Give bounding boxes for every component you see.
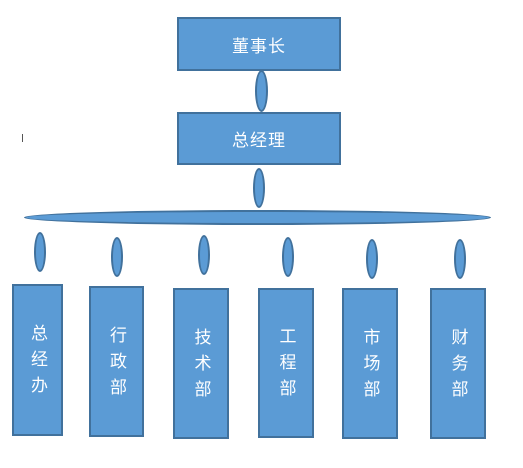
department-label: 总经办: [27, 324, 47, 402]
connector-dept-6: [454, 239, 466, 279]
connector-gm-bus: [253, 168, 265, 208]
department-box-admin: 行政部: [89, 286, 144, 437]
connector-dept-1: [34, 232, 46, 272]
connector-dept-4: [282, 237, 294, 277]
department-label: 财务部: [447, 327, 468, 406]
department-box-tech: 技术部: [173, 288, 229, 439]
general-manager-box: 总经理: [177, 112, 341, 165]
connector-dept-3: [198, 235, 210, 275]
connector-dept-5: [366, 239, 378, 279]
department-box-engineering: 工程部: [258, 288, 314, 438]
left-edge-mark: [22, 134, 23, 142]
department-box-finance: 财务部: [430, 288, 486, 439]
department-box-market: 市场部: [342, 288, 398, 439]
chairman-box: 董事长: [177, 17, 341, 71]
connector-chairman-gm: [255, 70, 268, 112]
chairman-label: 董事长: [232, 36, 286, 57]
department-box-gm-office: 总经办: [12, 284, 63, 436]
horizontal-bus-bar: [24, 210, 491, 225]
connector-dept-2: [111, 237, 123, 277]
general-manager-label: 总经理: [232, 131, 286, 151]
department-label: 技术部: [190, 327, 211, 406]
department-label: 行政部: [106, 325, 126, 404]
department-label: 工程部: [275, 327, 296, 405]
department-label: 市场部: [359, 327, 380, 406]
